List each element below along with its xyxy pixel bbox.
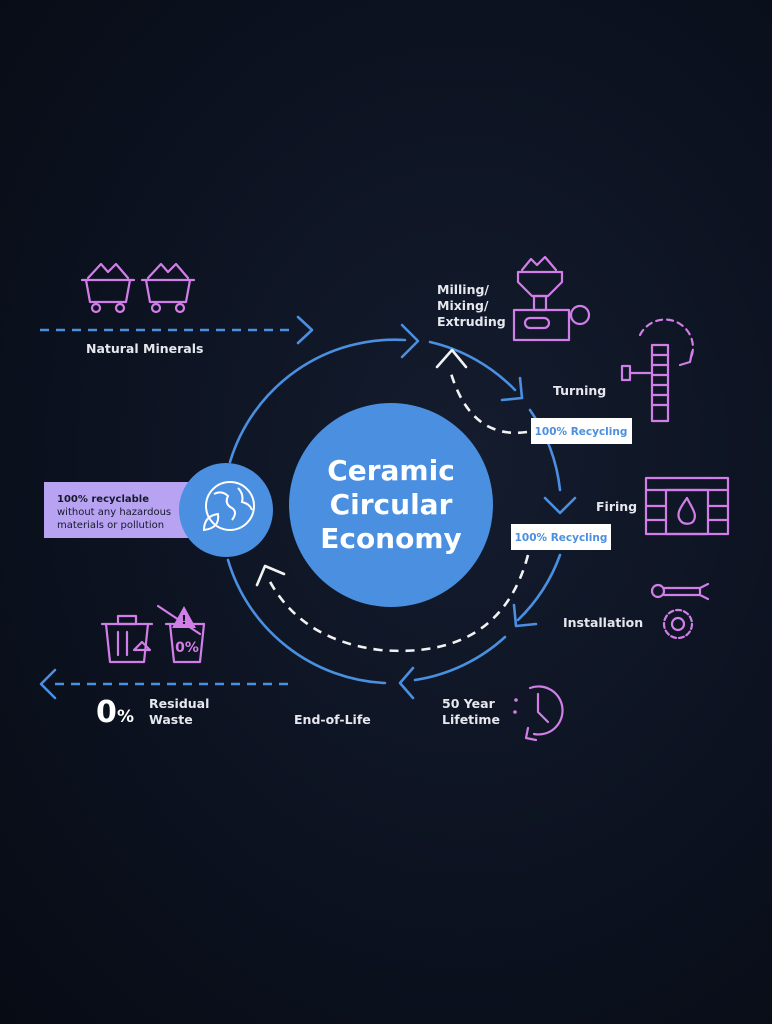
svg-text:Circular: Circular — [330, 488, 453, 521]
svg-text:Extruding: Extruding — [437, 314, 506, 329]
arrow-up-icon — [435, 348, 468, 369]
recycle-bin-icon — [100, 614, 154, 664]
recycling-loop-1 — [448, 369, 528, 435]
svg-text:materials or pollution: materials or pollution — [57, 520, 164, 531]
label-installation: Installation — [563, 615, 643, 630]
label-turning: Turning — [553, 383, 606, 398]
center-circle — [289, 403, 493, 607]
chevron-icon — [400, 323, 420, 359]
extruder-machine-icon — [512, 255, 591, 342]
globe-leaf-icon — [202, 481, 255, 532]
svg-text:Milling/: Milling/ — [437, 282, 489, 297]
ring-arc-minerals — [228, 338, 407, 464]
recycling-badge — [511, 524, 611, 550]
mine-cart-icon — [80, 262, 136, 314]
svg-text:without any hazardous: without any hazardous — [57, 507, 171, 518]
kiln-fire-icon — [644, 476, 730, 536]
arrow-right-icon — [296, 315, 314, 345]
recyclable-note: 100% recyclable without any hazardous ma… — [57, 494, 171, 531]
page-title: Ceramic Circular Economy — [320, 454, 462, 555]
label-lifetime-2: Lifetime — [442, 712, 500, 727]
chevron-icon — [543, 496, 577, 515]
label-waste: Waste — [149, 712, 193, 727]
residual-value: 0 — [96, 695, 117, 730]
label-natural-minerals: Natural Minerals — [86, 341, 203, 356]
recycling-badge — [531, 418, 632, 444]
recycling-badge-text: 100% Recycling — [515, 532, 608, 544]
bin-badge-text: 0% — [175, 640, 199, 656]
svg-text:Mixing/: Mixing/ — [437, 298, 489, 313]
arrow-left-icon — [39, 668, 57, 700]
arrow-icon — [255, 564, 286, 587]
svg-text:Economy: Economy — [320, 522, 462, 555]
recycling-loop-2 — [266, 554, 530, 653]
svg-text:100% recyclable: 100% recyclable — [57, 494, 149, 505]
chevron-icon — [398, 666, 415, 700]
svg-text:Ceramic: Ceramic — [327, 454, 455, 487]
turning-lathe-icon — [620, 318, 695, 423]
recycling-badge-text: 100% Recycling — [535, 426, 628, 438]
residual-unit: % — [117, 707, 134, 727]
label-residual: Residual — [149, 696, 209, 711]
cycle-ring — [226, 323, 577, 700]
label-lifetime: 50 Year — [442, 696, 496, 711]
globe-circle — [179, 463, 273, 557]
clock-lifetime-icon — [513, 685, 564, 742]
svg-text:!: ! — [181, 613, 186, 627]
empty-waste-bin-icon: ! 0% — [156, 604, 206, 664]
chevron-icon — [512, 603, 538, 628]
chevron-icon — [500, 376, 524, 402]
label-firing: Firing — [596, 499, 637, 514]
label-milling: Milling/ Mixing/ Extruding — [437, 282, 506, 329]
label-end-of-life: End-of-Life — [294, 712, 371, 727]
wrench-gear-icon — [650, 582, 710, 640]
recyclable-note-box — [44, 482, 194, 538]
mine-cart-icon — [140, 262, 196, 314]
